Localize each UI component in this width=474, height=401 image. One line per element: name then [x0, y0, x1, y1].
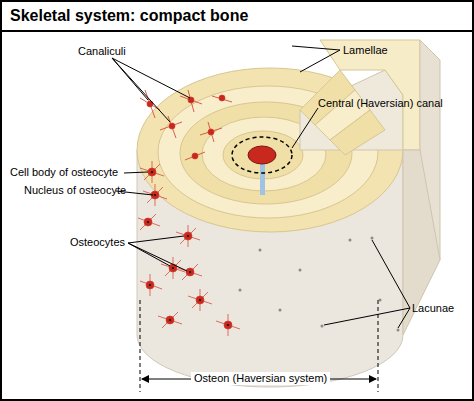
part-label: Central (Haversian) canal	[318, 97, 443, 110]
part-label: Lacunae	[412, 302, 454, 315]
canaliculi-group	[140, 90, 232, 160]
wedge-cut	[300, 40, 440, 335]
lamella-ring	[137, 68, 403, 232]
central-canal	[248, 146, 276, 164]
part-label: Osteocytes	[70, 236, 125, 249]
part-label: Cell body of osteocyte	[10, 166, 118, 179]
title-bar: Skeletal system: compact bone	[2, 2, 472, 32]
part-label: Lamellae	[343, 44, 388, 57]
lacuna-dots	[239, 237, 400, 332]
part-label: Osteon (Haversian system)	[191, 372, 330, 385]
part-label: Nucleus of osteocyte	[24, 184, 126, 197]
canal-outline	[232, 137, 292, 173]
diagram-title: Skeletal system: compact bone	[10, 7, 248, 25]
osteocyte-group	[138, 161, 240, 336]
part-label: Canaliculi	[78, 45, 126, 58]
